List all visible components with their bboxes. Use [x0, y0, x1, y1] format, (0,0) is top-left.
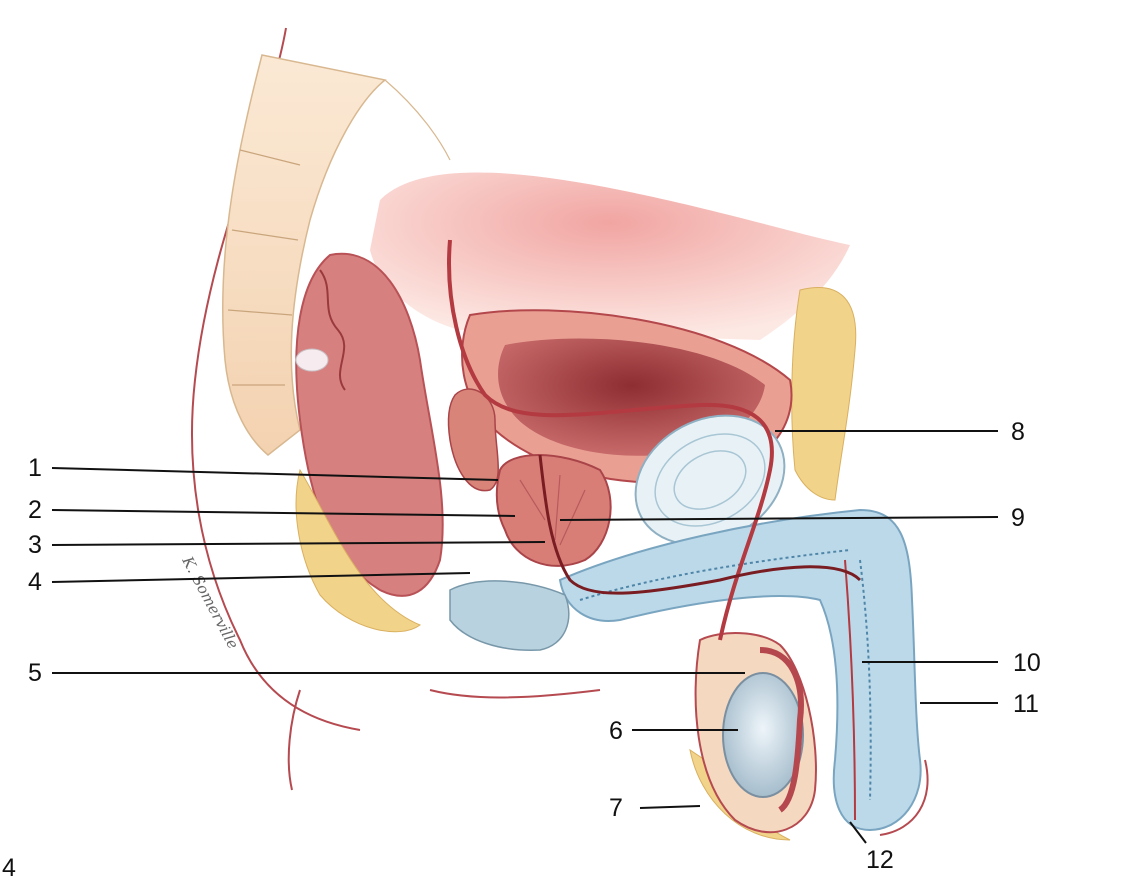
figure-number: 4: [2, 854, 16, 880]
testis: [722, 672, 804, 798]
seminal-vesicle: [447, 388, 500, 492]
prostate: [495, 454, 612, 567]
sacrum: [221, 54, 451, 456]
label-5: 5: [28, 659, 42, 687]
label-12: 12: [866, 846, 894, 874]
leader-lines: [51, 430, 999, 844]
label-1: 1: [28, 454, 42, 482]
label-11: 11: [1013, 690, 1039, 718]
pubic-symphysis: [634, 414, 786, 546]
scrotum: [694, 632, 817, 834]
label-3: 3: [28, 531, 42, 559]
label-10: 10: [1013, 649, 1041, 677]
label-6: 6: [609, 717, 623, 745]
peritoneal-cavity: [370, 172, 850, 340]
rectum: [295, 252, 444, 597]
label-4: 4: [28, 568, 42, 596]
epididymis: [759, 647, 804, 813]
artist-signature: K. Somerville: [178, 553, 242, 653]
labels: 1 2 3 4 5 6 7 8 9 10 11 12: [28, 418, 1041, 874]
label-8: 8: [1011, 418, 1025, 446]
bulb-of-penis: [449, 580, 570, 651]
label-9: 9: [1011, 504, 1025, 532]
label-7: 7: [609, 794, 623, 822]
label-2: 2: [28, 496, 42, 524]
